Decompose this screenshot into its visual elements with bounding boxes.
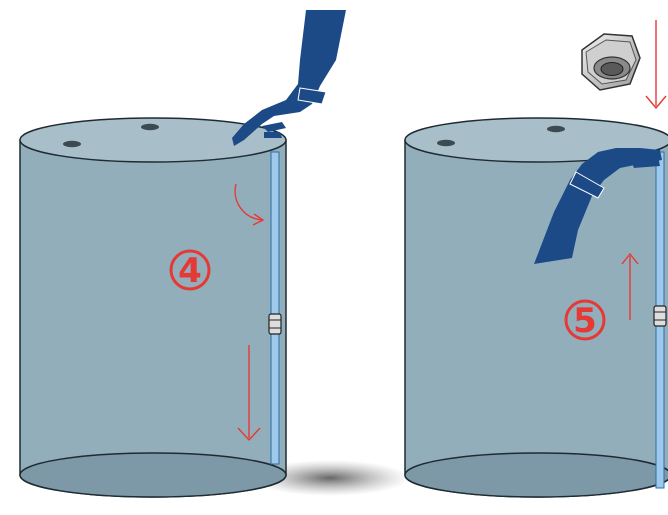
step-5-number: 5 — [573, 301, 597, 341]
down-arrow-icon — [645, 20, 667, 110]
step-5-badge — [564, 299, 606, 341]
rod-clamp-icon — [653, 305, 667, 327]
cylinder-bottom-rim — [404, 452, 668, 498]
hand-icon — [534, 148, 662, 264]
cylinder-body — [19, 139, 287, 498]
rod-clamp-icon — [268, 313, 282, 335]
lid-hole — [437, 139, 455, 147]
step-4-panel: 4 — [19, 10, 410, 498]
hand-icon — [232, 10, 346, 146]
cylinder-top-lid — [404, 117, 668, 163]
lid-hole — [547, 125, 565, 133]
cylinder-body — [404, 139, 668, 498]
cylinder-top-lid — [19, 117, 287, 163]
lid-hole — [63, 140, 81, 148]
rotate-arrow-icon — [234, 183, 263, 221]
lid-hole — [141, 123, 159, 131]
floor-shadow — [250, 460, 410, 496]
cylinder-bottom-rim — [19, 452, 287, 498]
step-4-number: 4 — [178, 251, 202, 291]
up-arrow-icon — [621, 252, 639, 320]
down-arrow-icon — [237, 345, 261, 442]
step-4-badge — [169, 249, 211, 291]
nut-icon — [581, 33, 641, 91]
rotate-arrowhead — [252, 213, 265, 226]
hand-cuff — [297, 87, 327, 105]
vertical-rod — [270, 151, 280, 465]
step-5-panel: 5 — [404, 20, 668, 498]
